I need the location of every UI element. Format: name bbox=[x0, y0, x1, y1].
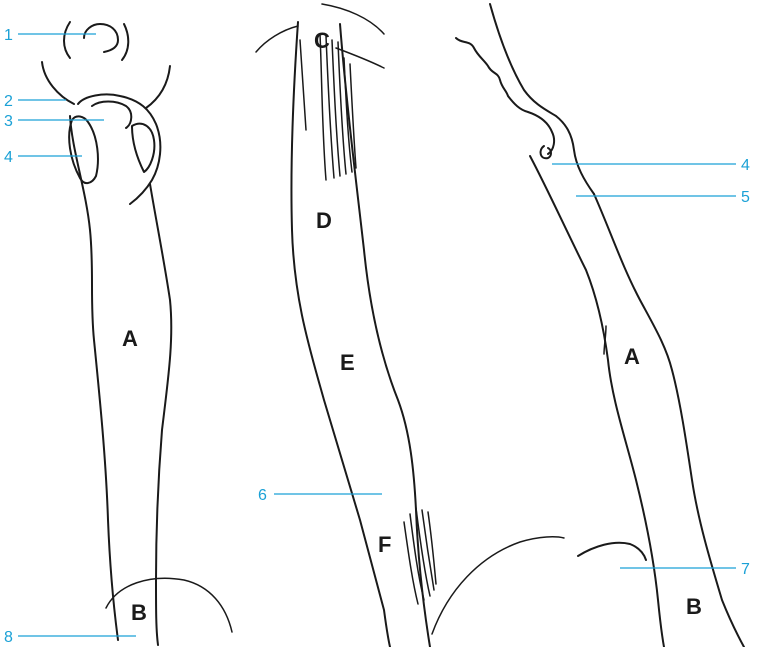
letter-left-A: A bbox=[122, 326, 138, 351]
callout-8: 8 bbox=[4, 629, 13, 646]
left-top-curve-left bbox=[64, 22, 70, 58]
callout-4-right: 4 bbox=[741, 157, 750, 174]
callout-4-left: 4 bbox=[4, 149, 13, 166]
callout-numbers: 1 2 3 4 4 5 6 7 8 bbox=[4, 27, 750, 646]
left-head-lobe-right bbox=[132, 124, 154, 172]
callout-7: 7 bbox=[741, 561, 750, 578]
middle-view bbox=[256, 4, 564, 647]
middle-fiber-lower-1 bbox=[404, 522, 418, 604]
left-bottom-arc bbox=[106, 578, 232, 632]
right-top-edge bbox=[490, 4, 594, 194]
callout-6: 6 bbox=[258, 487, 267, 504]
right-shaft-left-edge bbox=[530, 156, 664, 647]
letter-right-A: A bbox=[624, 344, 640, 369]
callout-3: 3 bbox=[4, 113, 13, 130]
left-shaft-right-edge bbox=[150, 184, 171, 645]
middle-top-arc-right bbox=[322, 4, 384, 34]
callout-1: 1 bbox=[4, 27, 13, 44]
middle-fiber-upper-1 bbox=[320, 34, 326, 180]
left-capsule-right bbox=[146, 66, 170, 108]
middle-left-edge bbox=[291, 22, 390, 647]
letter-left-B: B bbox=[131, 600, 147, 625]
left-head-outline bbox=[78, 94, 160, 204]
left-head-lobe-left bbox=[69, 116, 98, 183]
left-head-inner bbox=[92, 102, 131, 129]
left-top-arc-inner bbox=[84, 24, 118, 52]
right-bottom-arc bbox=[578, 543, 646, 560]
right-view bbox=[456, 4, 744, 647]
callout-2: 2 bbox=[4, 93, 13, 110]
middle-bottom-arc bbox=[432, 537, 564, 634]
letter-right-B: B bbox=[686, 594, 702, 619]
left-shaft-left-edge bbox=[70, 116, 118, 640]
right-shaft-right-edge bbox=[594, 194, 744, 647]
letter-middle-F: F bbox=[378, 532, 391, 557]
callout-5: 5 bbox=[741, 189, 750, 206]
left-top-curve-right bbox=[122, 24, 128, 60]
middle-fiber-upper-7 bbox=[300, 40, 306, 130]
region-letters: A B C D E F A B bbox=[122, 28, 702, 625]
letter-middle-C: C bbox=[314, 28, 330, 53]
letter-middle-D: D bbox=[316, 208, 332, 233]
middle-top-arc-left bbox=[256, 26, 298, 52]
right-top-wavy bbox=[456, 38, 554, 154]
letter-middle-E: E bbox=[340, 350, 355, 375]
left-capsule-left bbox=[42, 62, 74, 104]
